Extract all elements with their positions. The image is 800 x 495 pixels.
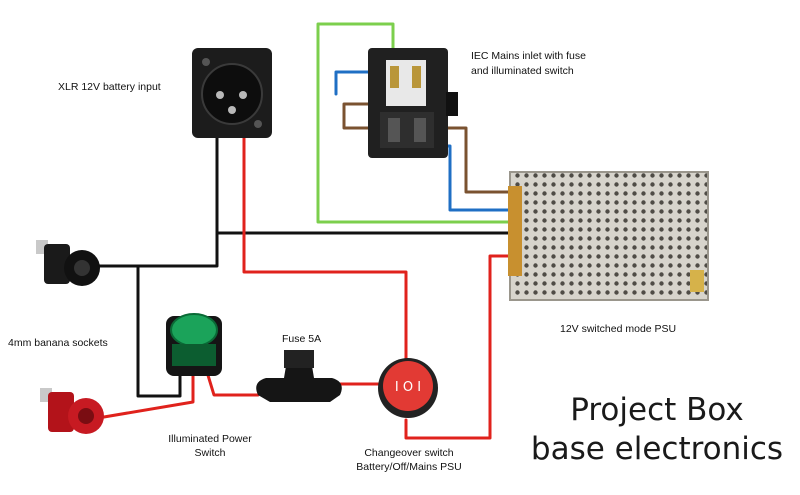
title-line1: Project Box <box>570 392 744 428</box>
iec-label-line1: IEC Mains inlet with fuse <box>471 50 586 62</box>
power-switch-label-line2: Switch <box>194 447 226 460</box>
psu-unit <box>508 171 709 301</box>
svg-text:I O I: I O I <box>395 380 421 395</box>
red-wire-xlr <box>242 133 408 364</box>
changeover-label-line2: Battery/Off/Mains PSU <box>356 461 462 474</box>
power-switch-label-line1: Illuminated Power <box>168 433 252 445</box>
black-wire-xlr <box>95 133 225 268</box>
red-wire-changeover-psu <box>404 254 514 440</box>
red-wire-switch-fuse <box>205 370 260 397</box>
black-wire-switch <box>136 264 182 398</box>
changeover-label: Changeover switch Battery/Off/Mains PSU <box>345 446 473 474</box>
xlr-label: XLR 12V battery input <box>58 81 161 93</box>
earth-wire-green <box>316 22 514 224</box>
diagram-title: Project Box base electronics <box>522 391 792 469</box>
banana-socket-black <box>36 240 100 286</box>
iec-label-line2: and illuminated switch <box>471 65 574 77</box>
psu-label: 12V switched mode PSU <box>560 323 677 335</box>
neutral-wire-blue <box>334 70 380 96</box>
changeover-switch: I O I <box>378 358 438 418</box>
live-wire-brown <box>342 102 390 130</box>
title-line2: base electronics <box>530 430 784 467</box>
red-wire-banana <box>96 370 195 420</box>
illuminated-power-switch <box>166 313 222 376</box>
banana-label: 4mm banana sockets <box>8 337 108 349</box>
fuse-label: Fuse 5A <box>282 333 322 345</box>
banana-socket-red <box>40 388 104 434</box>
power-switch-label: Illuminated Power Switch <box>158 432 262 460</box>
xlr-socket <box>192 48 272 138</box>
changeover-label-line1: Changeover switch <box>364 447 454 459</box>
iec-inlet <box>368 48 458 158</box>
inline-fuse <box>256 350 342 402</box>
